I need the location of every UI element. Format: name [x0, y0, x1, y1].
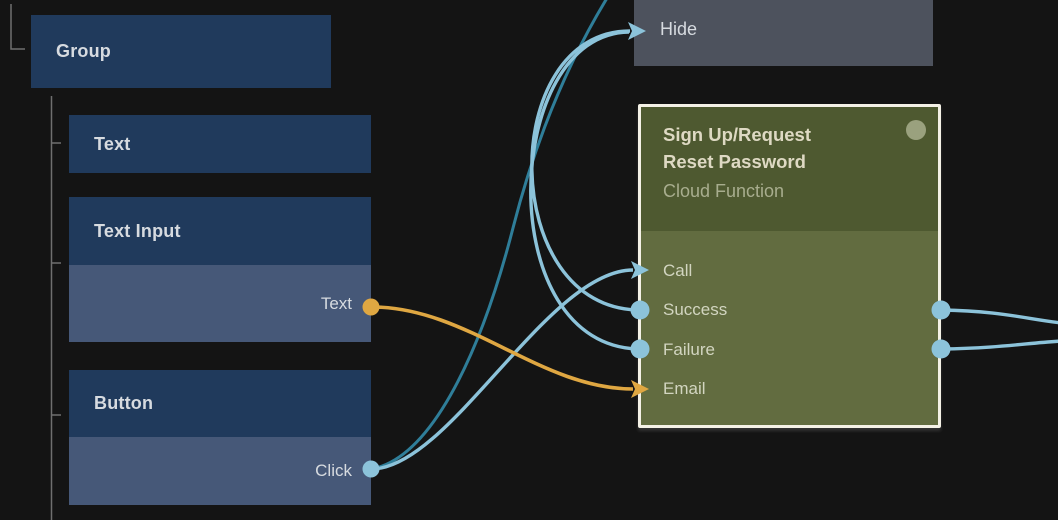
node-button-label: Button [94, 393, 154, 413]
node-cloud-function-title-line2: Reset Password [663, 151, 806, 172]
port-dot-failure-right[interactable] [931, 339, 951, 359]
port-click-output[interactable]: Click [69, 437, 371, 505]
arrowhead-email-input[interactable] [631, 380, 649, 398]
wire-success-to-hide[interactable] [530, 29, 641, 312]
tree-line-group [10, 4, 25, 50]
port-dot-click-output[interactable] [362, 460, 380, 478]
wire-failure-to-offscreen-right[interactable] [940, 339, 1058, 351]
status-dot [906, 120, 926, 140]
node-text-input[interactable]: Text Input Text [69, 197, 371, 342]
node-text[interactable]: Text [69, 115, 371, 173]
port-text-output[interactable]: Text [69, 265, 371, 342]
port-success-label: Success [663, 300, 728, 320]
port-dot-success-right[interactable] [931, 300, 951, 320]
node-cloud-function[interactable]: Sign Up/Request Reset Password Cloud Fun… [638, 104, 941, 428]
node-text-input-label: Text Input [94, 220, 181, 241]
node-hide-label: Hide [660, 19, 698, 39]
wire-click-to-call[interactable] [371, 268, 634, 471]
wire-text-to-email[interactable] [371, 305, 634, 391]
arrowhead-hide-input[interactable] [628, 22, 646, 40]
node-cloud-function-header: Sign Up/Request Reset Password Cloud Fun… [641, 107, 938, 231]
node-group-label: Group [56, 41, 111, 61]
wire-click-to-offscreen-top[interactable] [371, 0, 612, 471]
port-click-output-label: Click [315, 461, 352, 480]
node-button-header: Button [69, 370, 371, 437]
port-dot-text-output[interactable] [362, 298, 380, 316]
port-email-label: Email [663, 379, 706, 399]
node-text-input-header: Text Input [69, 197, 371, 265]
node-button[interactable]: Button Click [69, 370, 371, 505]
node-cloud-function-subtitle: Cloud Function [663, 181, 785, 201]
port-failure-label: Failure [663, 339, 715, 359]
arrowhead-call-input[interactable] [631, 261, 649, 279]
port-success[interactable]: Success [641, 291, 938, 331]
port-dot-success-left[interactable] [630, 300, 650, 320]
wire-success-to-offscreen-right[interactable] [940, 308, 1058, 325]
port-call-input[interactable]: Call [641, 251, 938, 291]
node-cloud-function-title-line1: Sign Up/Request [663, 124, 812, 145]
port-email-input[interactable]: Email [641, 370, 938, 410]
port-dot-failure-left[interactable] [630, 339, 650, 359]
node-cloud-function-ports: Call Success Failure Email [641, 231, 938, 409]
port-failure[interactable]: Failure [641, 330, 938, 370]
port-text-output-label: Text [320, 293, 352, 313]
node-text-label: Text [94, 133, 131, 154]
node-group[interactable]: Group [31, 15, 331, 88]
wire-failure-to-hide[interactable] [529, 30, 642, 351]
port-call-label: Call [663, 260, 693, 280]
node-hide[interactable]: Hide [634, 0, 933, 66]
